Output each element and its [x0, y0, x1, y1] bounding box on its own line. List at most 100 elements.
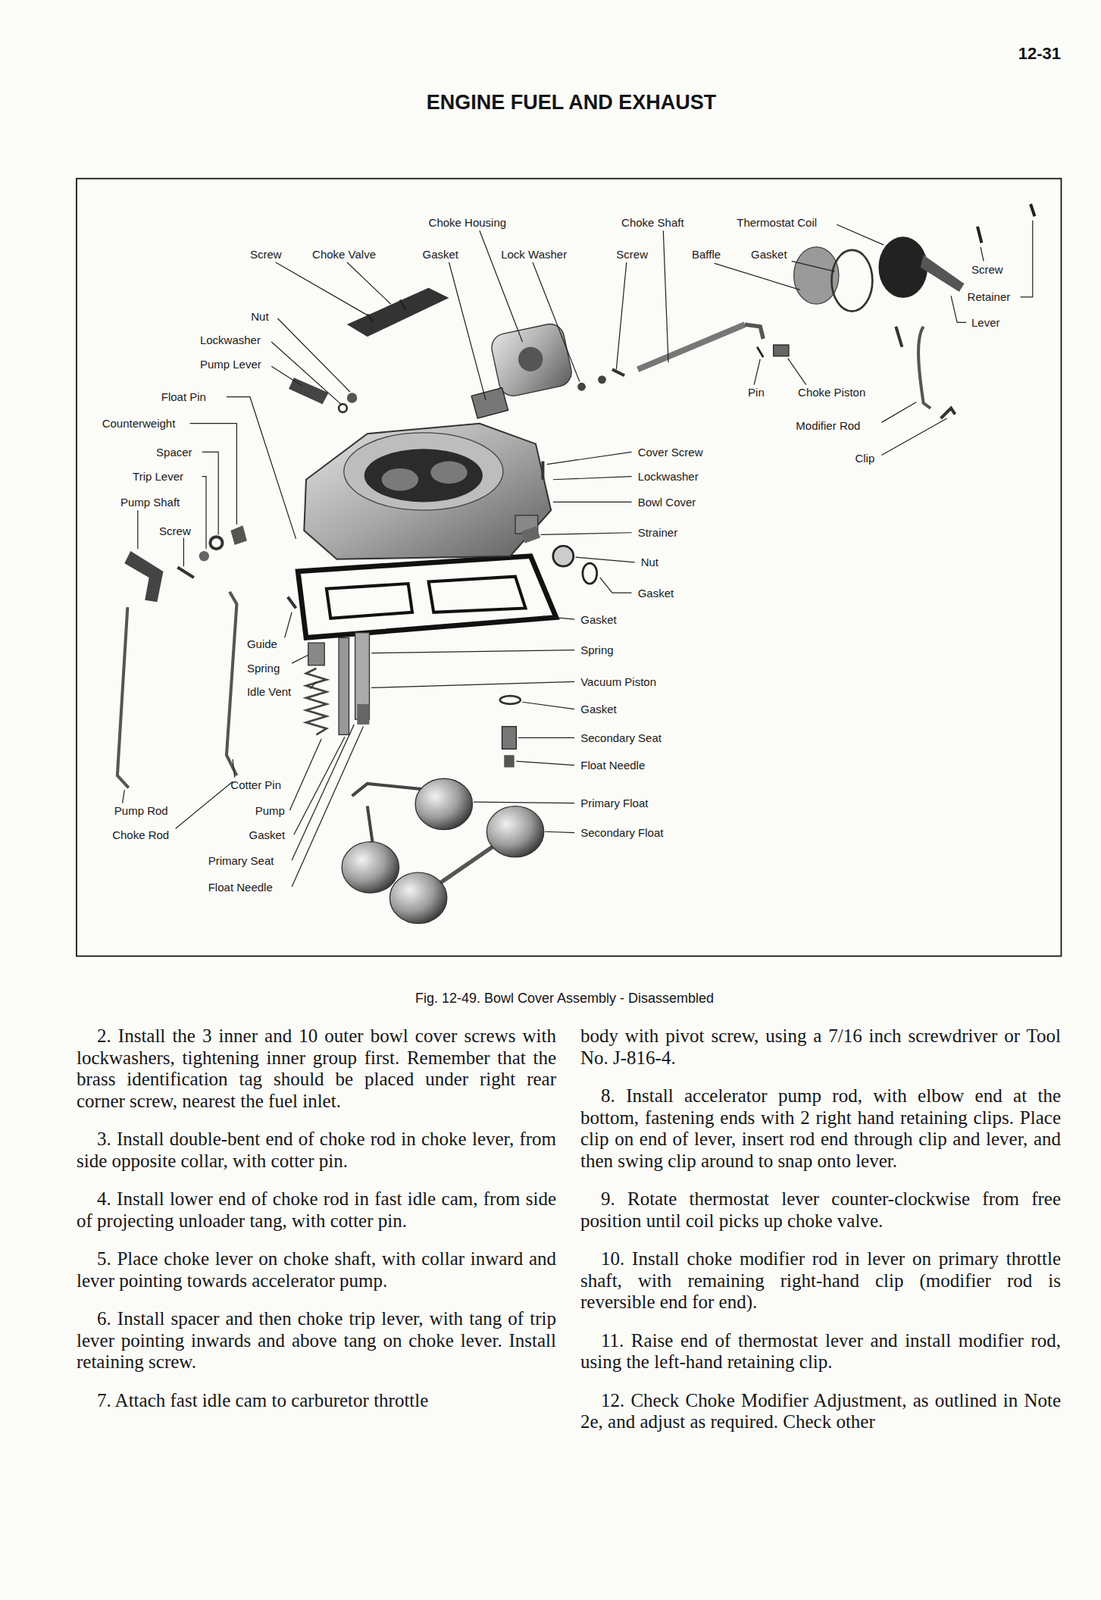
illustration-part: [428, 576, 526, 613]
part-label: Gasket: [750, 248, 788, 260]
illustration-part: [518, 737, 575, 739]
illustration-part: [522, 701, 575, 709]
illustration-part: [479, 230, 523, 342]
illustration-part: [503, 754, 514, 767]
illustration-part: [553, 545, 574, 567]
illustration-part: [389, 872, 447, 923]
illustration-part: [347, 262, 391, 304]
part-label: Choke Piston: [797, 386, 866, 398]
bowl-cover: [297, 423, 598, 639]
illustration-part: [744, 324, 764, 339]
instruction-paragraph: 11. Raise end of thermostat lever and in…: [580, 1329, 1061, 1374]
part-label: Gasket: [580, 703, 617, 715]
illustration-part: [663, 230, 669, 363]
figure-caption: Fig. 12-49. Bowl Cover Assembly - Disass…: [415, 990, 714, 1007]
part-label: Primary Float: [580, 797, 648, 809]
illustration-part: [773, 344, 789, 357]
illustration-part: [137, 509, 138, 549]
illustration-part: [291, 654, 309, 664]
illustration-part: [381, 468, 419, 492]
illustration-part: [308, 642, 326, 666]
part-label: Pump Shaft: [120, 496, 180, 508]
illustration-part: [371, 650, 575, 654]
illustration-part: [277, 318, 351, 392]
part-label: Vacuum Piston: [580, 675, 657, 688]
illustration-part: [341, 841, 399, 893]
illustration-part: [756, 347, 764, 357]
illustration-part: [520, 525, 541, 544]
illustration-part: [347, 392, 357, 403]
instruction-paragraph: 3. Install double-bent end of choke rod …: [76, 1128, 557, 1172]
illustration-part: [309, 681, 316, 689]
instruction-paragraph: 10. Install choke modifier rod in lever …: [580, 1248, 1061, 1314]
illustration-part: [714, 262, 801, 290]
part-label: Pump Rod: [114, 804, 169, 817]
illustration-part: [400, 300, 407, 310]
illustration-part: [831, 250, 873, 312]
instruction-paragraph: body with pivot screw, using a 7/16 inch…: [580, 1025, 1061, 1069]
instruction-paragraph: 6. Install spacer and then choke trip le…: [76, 1307, 557, 1374]
illustration-part: [291, 724, 354, 861]
illustration-part: [202, 451, 219, 535]
part-label: Float Needle: [208, 881, 273, 893]
illustration-part: [306, 668, 327, 736]
illustration-part: [612, 369, 625, 376]
illustration-part: [600, 577, 632, 593]
illustration-part: [553, 476, 632, 480]
linkage-parts: [117, 377, 521, 788]
part-label: Cotter Pin: [230, 778, 282, 791]
part-label: Secondary Float: [580, 826, 664, 839]
part-label: Retainer: [967, 290, 1011, 303]
illustration-part: [371, 681, 575, 688]
illustration-part: [638, 324, 745, 370]
leader-lines: [0, 0, 1033, 887]
instruction-paragraph: 8. Install accelerator pump rod, with el…: [580, 1085, 1061, 1172]
illustration-part: [881, 418, 947, 455]
part-label: Trip Lever: [132, 470, 184, 482]
illustration-part: [289, 738, 322, 811]
illustration-part: [547, 451, 632, 464]
illustration-part: [344, 432, 504, 510]
illustration-part: [177, 567, 194, 578]
part-label: Screw: [971, 263, 1004, 276]
illustration-part: [189, 423, 237, 525]
part-label: Gasket: [249, 828, 286, 841]
illustration-part: [518, 347, 543, 372]
illustration-part: [124, 550, 163, 602]
page-number: 12-31: [1018, 43, 1061, 64]
part-label: Screw: [250, 248, 282, 260]
illustration-part: [1030, 203, 1035, 216]
part-label: Lock Washer: [500, 248, 567, 260]
illustration-part: [430, 461, 467, 485]
part-label: Screw: [159, 525, 191, 537]
illustration-part: [836, 224, 884, 245]
illustration-part: [226, 591, 237, 776]
part-label: Strainer: [638, 526, 679, 538]
illustration-part: [303, 423, 551, 560]
illustration-part: [575, 556, 635, 563]
illustration-part: [516, 760, 575, 765]
part-label: Lockwasher: [200, 334, 261, 346]
instruction-paragraph: 9. Rotate thermostat lever counter-clock…: [580, 1188, 1061, 1232]
illustration-part: [291, 726, 363, 887]
illustration-part: [367, 806, 373, 842]
part-label: Float Needle: [580, 759, 645, 771]
part-label: Spring: [580, 644, 614, 656]
part-label: Nut: [250, 310, 269, 323]
page-title: ENGINE FUEL AND EXHAUST: [426, 90, 717, 115]
illustration-part: [597, 375, 607, 384]
illustration-part: [542, 616, 575, 620]
illustration-part: [541, 461, 545, 480]
part-label: Counterweight: [102, 417, 176, 429]
part-label: Lever: [971, 316, 1001, 329]
illustration-part: [287, 597, 297, 609]
illustration-part: [209, 536, 223, 549]
choke-parts: [347, 203, 1036, 419]
illustration-part: [271, 365, 302, 386]
illustration-part: [199, 550, 210, 561]
illustration-part: [473, 801, 575, 803]
part-label: Screw: [616, 248, 648, 260]
illustration-part: [486, 806, 544, 858]
part-label: Spring: [247, 662, 280, 674]
illustration-part: [553, 501, 632, 503]
